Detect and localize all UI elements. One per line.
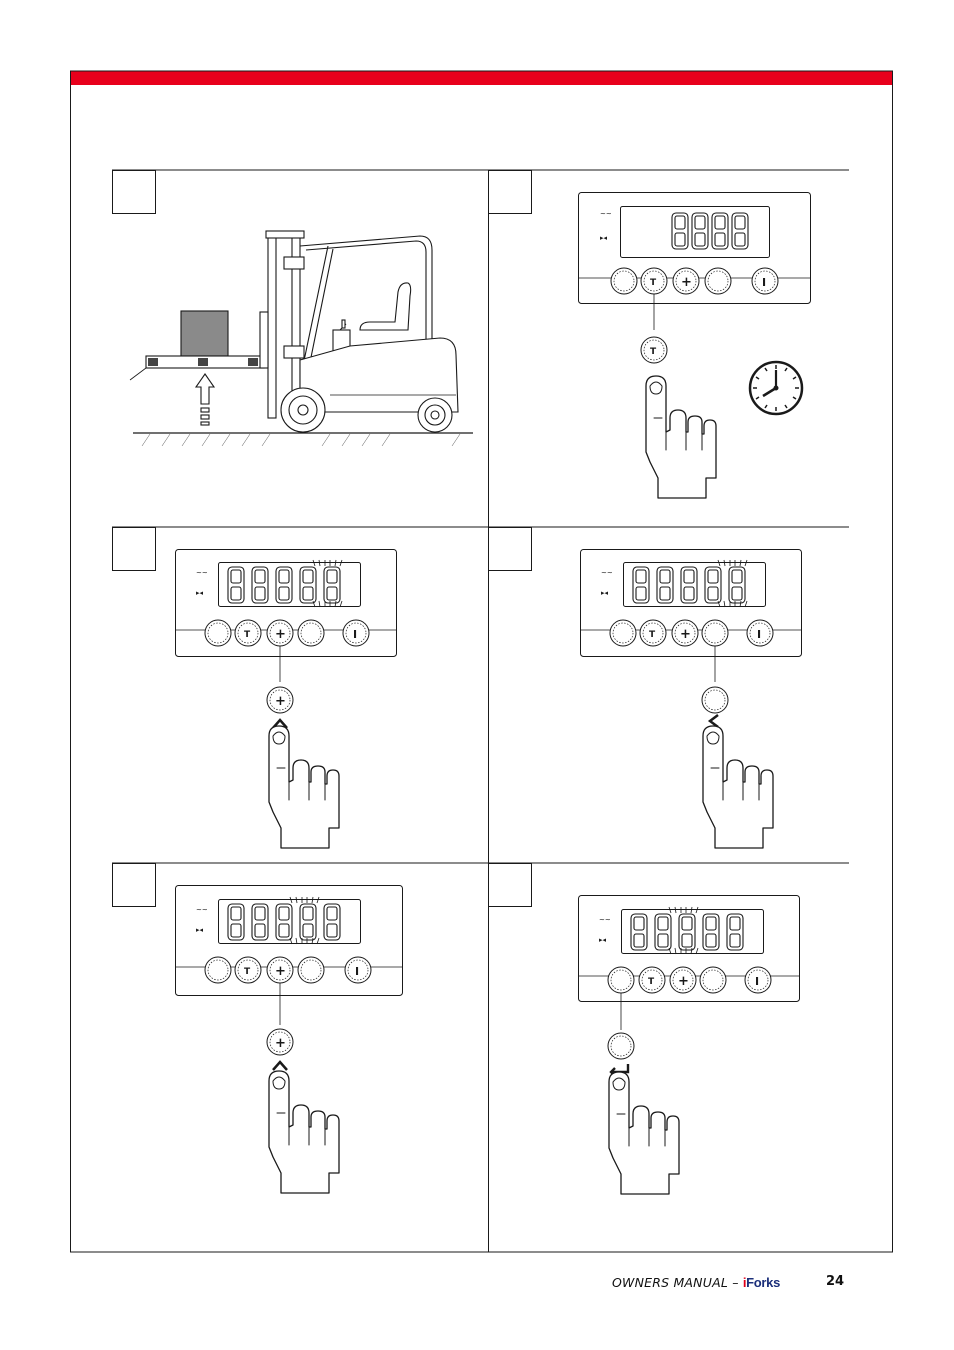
step-box-2	[488, 170, 532, 214]
svg-text:+: +	[275, 627, 286, 642]
pointing-hand-icon	[268, 1070, 340, 1194]
plus-button: +	[266, 1028, 294, 1056]
svg-text:T: T	[244, 967, 251, 977]
svg-text:~~: ~~	[600, 210, 612, 218]
step-box-3	[112, 527, 156, 571]
pointing-hand-icon	[645, 375, 717, 499]
manual-label: OWNERS MANUAL	[612, 1275, 728, 1290]
pointing-hand-icon	[608, 1071, 680, 1195]
svg-text:+: +	[275, 694, 286, 709]
footer-manual-title: OWNERS MANUAL – iForks	[612, 1275, 780, 1290]
page-frame	[70, 70, 893, 1253]
svg-text:~~: ~~	[599, 916, 611, 924]
step-box-5	[112, 863, 156, 907]
tare-button: T	[640, 336, 668, 364]
footer-separator: –	[732, 1275, 739, 1290]
svg-text:▸◂: ▸◂	[601, 589, 609, 597]
svg-text:I: I	[757, 628, 761, 641]
svg-text:▸◂: ▸◂	[600, 234, 608, 242]
header-bar	[70, 71, 893, 85]
brand-i: i	[742, 1275, 747, 1290]
scale-panel-step-2: ~~ ▸◂ T + I	[578, 192, 811, 330]
caret-up-icon	[272, 1060, 288, 1071]
svg-text:I: I	[355, 965, 359, 978]
step-box-6	[488, 863, 532, 907]
scale-panel-step-6: ~~ ▸◂ T + I	[578, 895, 800, 1030]
svg-text:+: +	[678, 974, 689, 989]
svg-text:I: I	[353, 628, 357, 641]
scale-panel-step-4: ~~ ▸◂ T + I	[580, 549, 802, 682]
svg-text:T: T	[648, 977, 655, 987]
caret-up-icon	[272, 718, 288, 729]
svg-text:+: +	[275, 1036, 286, 1051]
svg-text:T: T	[650, 347, 657, 357]
svg-text:I: I	[762, 276, 766, 289]
svg-text:▸◂: ▸◂	[599, 936, 607, 944]
svg-text:+: +	[275, 964, 286, 979]
step-box-1	[112, 170, 156, 214]
svg-text:▸◂: ▸◂	[196, 926, 204, 934]
plus-button: +	[266, 686, 294, 714]
pointing-hand-icon	[268, 725, 340, 849]
svg-text:~~: ~~	[196, 906, 208, 914]
print-button	[701, 686, 729, 714]
caret-left-icon	[707, 714, 719, 728]
svg-text:+: +	[681, 275, 692, 290]
clock-icon	[748, 360, 804, 416]
scale-panel-step-3: ~~ ▸◂ T + I	[175, 549, 397, 682]
svg-text:T: T	[649, 630, 656, 640]
brand-logo: iForks	[742, 1275, 781, 1290]
page-number: 24	[826, 1274, 845, 1289]
svg-text:~~: ~~	[601, 569, 613, 577]
step-box-4	[488, 527, 532, 571]
zero-button	[607, 1032, 635, 1060]
svg-text:T: T	[650, 278, 657, 288]
svg-text:~~: ~~	[196, 569, 208, 577]
svg-text:▸◂: ▸◂	[196, 589, 204, 597]
svg-text:I: I	[755, 975, 759, 988]
forklift-illustration	[129, 230, 473, 447]
scale-panel-step-5: ~~ ▸◂ T + I	[175, 885, 403, 1025]
brand-forks: Forks	[746, 1275, 781, 1290]
svg-text:+: +	[680, 627, 691, 642]
pointing-hand-icon	[702, 725, 774, 849]
svg-text:T: T	[244, 630, 251, 640]
